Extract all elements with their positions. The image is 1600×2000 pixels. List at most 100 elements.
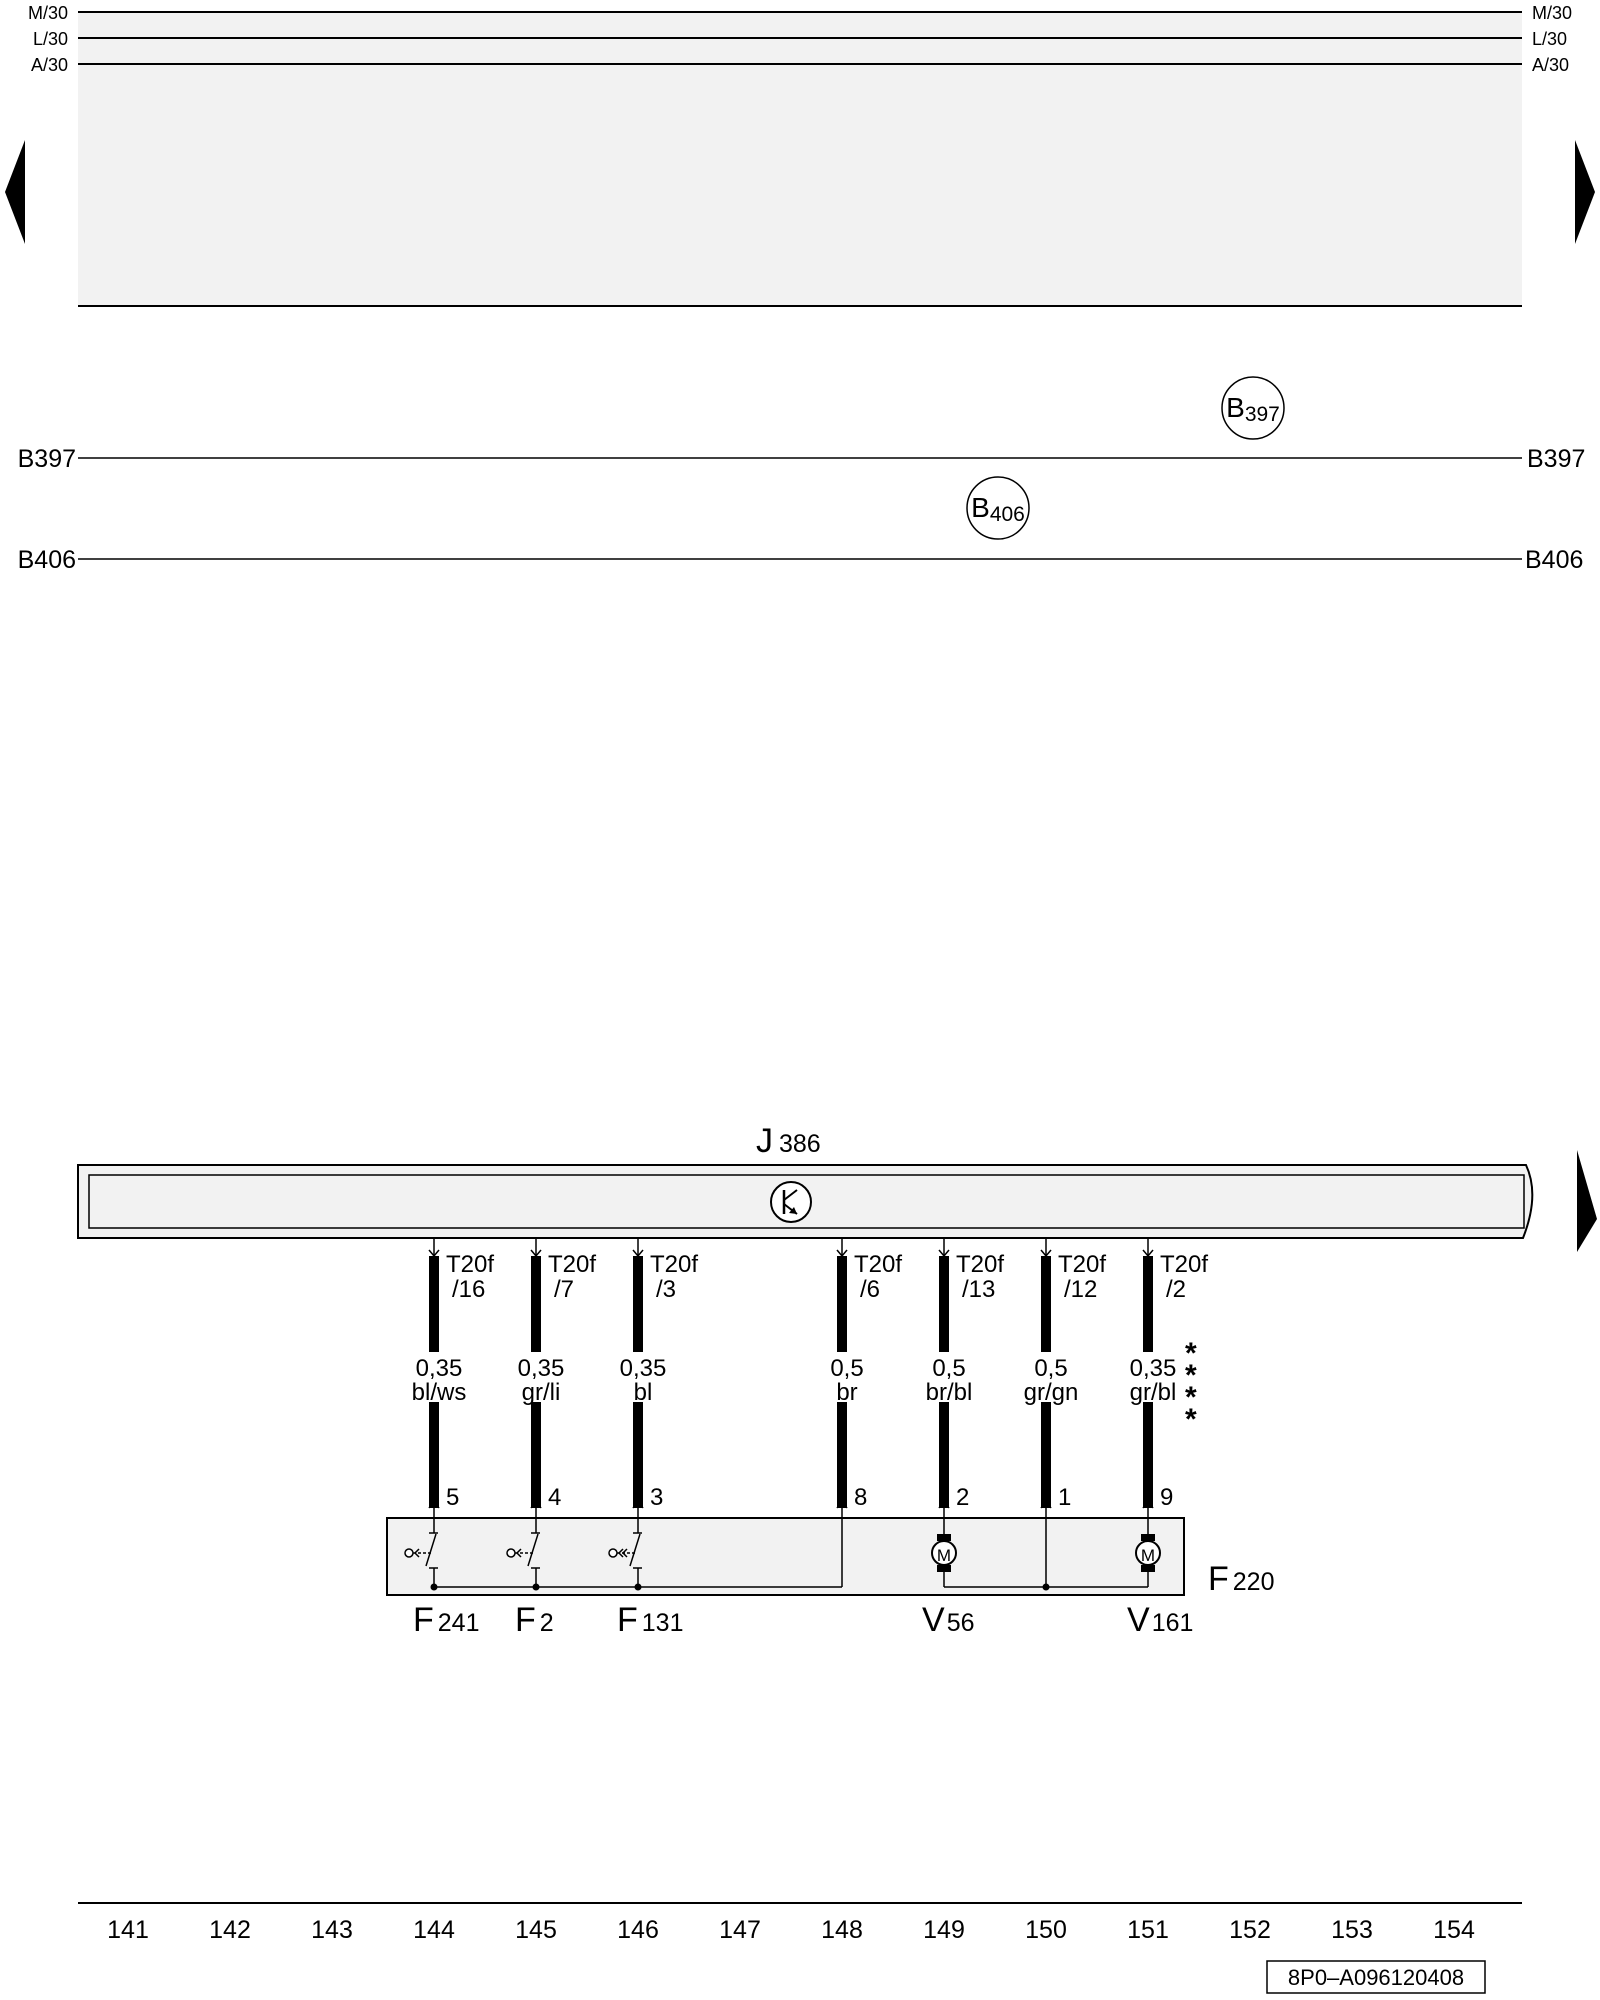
wire-color-label: gr/li xyxy=(522,1379,561,1406)
connector-label: T20f xyxy=(854,1251,902,1278)
connector-label: T20f xyxy=(956,1251,1004,1278)
grid-number: 141 xyxy=(107,1916,149,1944)
top-rail-panel xyxy=(78,12,1522,306)
supply-rails: M/30 L/30 A/30 M/30 L/30 A/30 xyxy=(5,3,1595,307)
grid-number: 142 xyxy=(209,1916,251,1944)
wire-color-label: gr/gn xyxy=(1024,1379,1079,1406)
connector-label: T20f xyxy=(1058,1251,1106,1278)
transistor-icon xyxy=(770,1181,812,1223)
wire-size-label: 0,5 xyxy=(830,1355,863,1382)
reference-box xyxy=(1266,1960,1486,1994)
wire-size-label: 0,5 xyxy=(1034,1355,1067,1382)
grid-number: 148 xyxy=(821,1916,863,1944)
grid-number: 149 xyxy=(923,1916,965,1944)
component-pin-label: 2 xyxy=(956,1484,969,1511)
wire-segment xyxy=(429,1402,439,1508)
wire-segment xyxy=(1143,1402,1153,1508)
bus-label-b406-left: B406 xyxy=(18,546,76,574)
arrow-left-icon[interactable] xyxy=(5,140,25,244)
connector-pin-label: /6 xyxy=(860,1276,880,1303)
wire-size-label: 0,35 xyxy=(518,1355,565,1382)
pin-fork-icon xyxy=(428,1499,440,1509)
wire-color-label: bl xyxy=(634,1379,653,1406)
motor-icon xyxy=(931,1502,957,1587)
pin-fork-icon xyxy=(632,1499,644,1509)
pin-fork-icon xyxy=(530,1499,542,1509)
component-pin-label: 9 xyxy=(1160,1484,1173,1511)
grid-number: 143 xyxy=(311,1916,353,1944)
rail-label-m30-right: M/30 xyxy=(1532,3,1572,23)
connector-label: T20f xyxy=(1160,1251,1208,1278)
asterisk: * xyxy=(1185,1337,1197,1370)
component-pin-label: 4 xyxy=(548,1484,561,1511)
pin-fork-icon xyxy=(1142,1499,1154,1509)
wire-segment xyxy=(429,1256,439,1352)
bus-label-b406-right: B406 xyxy=(1525,546,1583,574)
wire-5: T20f/13 0,5br/bl 2 xyxy=(926,1238,1004,1511)
switch-icon xyxy=(506,1502,540,1587)
rail-label-a30-left: A/30 xyxy=(31,55,68,75)
junction-dot xyxy=(1042,1583,1050,1591)
switch-icon xyxy=(404,1502,438,1587)
wire-group: T20f/160,35bl/ws5T20f/70,35gr/li4T20f/30… xyxy=(412,1238,1208,1511)
wire-segment xyxy=(837,1256,847,1352)
bus-label-b397-left: B397 xyxy=(18,445,76,473)
connector-pin-label: /7 xyxy=(554,1276,574,1303)
component-pin-label: 5 xyxy=(446,1484,459,1511)
grid-number: 151 xyxy=(1127,1916,1169,1944)
component-pin-label: 1 xyxy=(1058,1484,1071,1511)
bus-marker-b397-label: B397 xyxy=(1226,392,1280,426)
wire-size-label: 0,35 xyxy=(1130,1355,1177,1382)
wire-size-label: 0,35 xyxy=(620,1355,667,1382)
arrow-right-icon[interactable] xyxy=(1575,140,1595,244)
asterisk: * xyxy=(1185,1359,1197,1392)
bus-lines: B397 B406 B397 B406 B397 B406 xyxy=(18,376,1585,574)
wire-color-label: br/bl xyxy=(926,1379,973,1406)
component-label-v161: V161 xyxy=(1127,1601,1193,1639)
rail-label-m30-left: M/30 xyxy=(28,3,68,23)
grid-number: 146 xyxy=(617,1916,659,1944)
wire-segment xyxy=(939,1256,949,1352)
wire-segment xyxy=(531,1256,541,1352)
connector-pin-label: /12 xyxy=(1064,1276,1097,1303)
component-pin-label: 8 xyxy=(854,1484,867,1511)
motor-icon xyxy=(1135,1502,1161,1587)
junction-dot xyxy=(532,1583,540,1591)
connector-label: T20f xyxy=(446,1251,494,1278)
wire-segment xyxy=(1041,1256,1051,1352)
component-pin-label: 3 xyxy=(650,1484,663,1511)
rail-label-l30-right: L/30 xyxy=(1532,29,1567,49)
motor-symbol-label: M xyxy=(937,1546,951,1565)
wire-segment xyxy=(1143,1256,1153,1352)
connector-pin-label: /3 xyxy=(656,1276,676,1303)
motor-symbol-label: M xyxy=(1141,1546,1155,1565)
grid-number: 145 xyxy=(515,1916,557,1944)
wire-segment xyxy=(633,1402,643,1508)
connector-pin-label: /2 xyxy=(1166,1276,1186,1303)
asterisk: * xyxy=(1185,1403,1197,1436)
wire-segment xyxy=(633,1256,643,1352)
component-label-v56: V56 xyxy=(922,1601,975,1639)
door-unit-box xyxy=(386,1517,1185,1596)
connector-pin-label: /13 xyxy=(962,1276,995,1303)
wire-size-label: 0,5 xyxy=(932,1355,965,1382)
arrow-right-icon[interactable] xyxy=(1577,1150,1597,1252)
wire-segment xyxy=(531,1402,541,1508)
wire-color-label: gr/bl xyxy=(1130,1379,1177,1406)
reference-label: 8P0–A096120408 xyxy=(1288,1965,1464,1990)
wire-segment xyxy=(939,1402,949,1508)
wire-segment xyxy=(837,1402,847,1508)
bus-marker-b406-label: B406 xyxy=(971,492,1025,526)
wire-size-label: 0,35 xyxy=(416,1355,463,1382)
